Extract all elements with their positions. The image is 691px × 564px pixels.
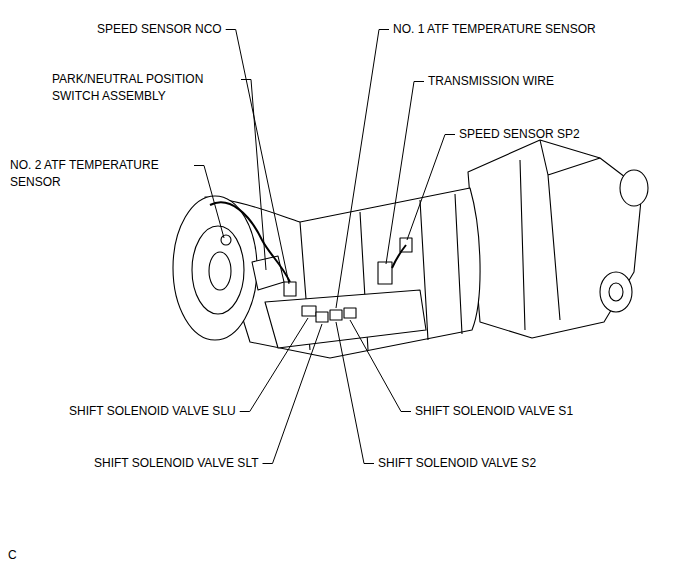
transfer-case xyxy=(468,140,642,338)
leader-line xyxy=(350,320,411,412)
park-neutral-switch xyxy=(252,256,284,290)
wire-harness-rear xyxy=(392,245,406,268)
part-label: SPEED SENSOR NCO xyxy=(97,21,222,38)
label-holder: SHIFT SOLENOID VALVE SLU xyxy=(69,401,279,420)
leader-line xyxy=(336,322,374,464)
part-label: NO. 2 ATF TEMPERATURE SENSOR xyxy=(10,157,190,191)
part-label: NO. 1 ATF TEMPERATURE SENSOR xyxy=(393,21,596,38)
transmission-wire-connector xyxy=(378,262,392,284)
part-label: SHIFT SOLENOID VALVE S1 xyxy=(415,403,573,420)
speed-sensor-nco xyxy=(284,282,296,296)
label-holder: SHIFT SOLENOID VALVE S2 xyxy=(378,453,638,472)
converter-hub xyxy=(209,252,231,290)
leader-line xyxy=(241,80,266,271)
part-label: SHIFT SOLENOID VALVE SLU xyxy=(69,403,236,420)
front-flange xyxy=(600,272,632,312)
leader-line xyxy=(336,30,389,309)
label-holder: SHIFT SOLENOID VALVE SLT xyxy=(94,453,304,472)
transfer-ribs xyxy=(520,140,600,330)
front-flange-hub xyxy=(609,283,623,301)
label-holder: NO. 1 ATF TEMPERATURE SENSOR xyxy=(393,19,683,38)
torque-converter xyxy=(192,226,244,314)
solenoid-s1 xyxy=(344,308,356,318)
label-holder: C xyxy=(8,545,48,564)
atf-sensor-2 xyxy=(221,235,231,245)
leader-line xyxy=(407,135,455,241)
wire-harness xyxy=(210,202,290,282)
label-holder: NO. 2 ATF TEMPERATURE SENSOR xyxy=(10,157,190,191)
rear-flange xyxy=(620,170,648,206)
leader-line xyxy=(240,318,308,412)
part-label: TRANSMISSION WIRE xyxy=(428,73,554,90)
solenoid-slu xyxy=(302,306,316,316)
leader-line xyxy=(386,82,424,265)
part-label: SHIFT SOLENOID VALVE S2 xyxy=(378,455,536,472)
leader-line xyxy=(263,324,323,464)
label-holder: SPEED SENSOR NCO xyxy=(97,19,297,38)
solenoid-slt xyxy=(316,312,328,322)
label-holder: PARK/NEUTRAL POSITION SWITCH ASSEMBLY xyxy=(52,71,237,105)
part-label: PARK/NEUTRAL POSITION SWITCH ASSEMBLY xyxy=(52,71,237,105)
valve-body xyxy=(265,290,426,348)
solenoid-s2 xyxy=(330,310,342,320)
leader-line xyxy=(194,166,224,239)
part-label: SHIFT SOLENOID VALVE SLT xyxy=(94,455,259,472)
label-holder: TRANSMISSION WIRE xyxy=(428,71,678,90)
leader-line xyxy=(226,30,289,285)
label-holder: SPEED SENSOR SP2 xyxy=(459,124,679,143)
label-holder: SHIFT SOLENOID VALVE S1 xyxy=(415,401,675,420)
part-label: SPEED SENSOR SP2 xyxy=(459,126,580,143)
figure-code: C xyxy=(8,547,17,564)
bell-housing xyxy=(173,196,257,340)
